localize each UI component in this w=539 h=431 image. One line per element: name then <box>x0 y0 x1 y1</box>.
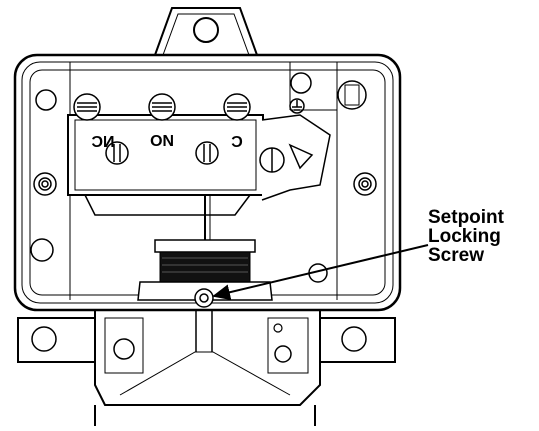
mounting-hole-icon <box>341 326 367 352</box>
mounting-hole-icon <box>35 89 57 111</box>
terminal-label-no: NO <box>150 131 174 148</box>
mounting-hole-icon <box>353 172 377 196</box>
screw-icon <box>195 141 219 165</box>
terminal-label-c: C <box>231 134 243 151</box>
ground-symbol-icon <box>289 98 305 114</box>
setpoint-locking-screw-callout: Setpoint Locking Screw <box>428 208 504 265</box>
setpoint-assembly <box>137 239 273 308</box>
screw-icon <box>337 80 367 110</box>
terminal-label-nc: NC <box>91 134 115 151</box>
screw-icon <box>148 93 176 121</box>
terminal-block <box>67 114 264 245</box>
mounting-hole-icon <box>30 238 54 262</box>
mounting-hole-icon <box>33 172 57 196</box>
terminal-screws-middle <box>105 141 219 165</box>
screw-icon <box>73 93 101 121</box>
enclosure-holes <box>30 72 377 283</box>
screw-icon <box>223 93 251 121</box>
bottom-mounting-flange <box>17 309 396 426</box>
mounting-hole-icon <box>31 326 57 352</box>
top-mounting-tab <box>154 7 258 56</box>
callout-line-2: Locking <box>428 226 501 247</box>
mounting-hole-icon <box>290 72 312 94</box>
screw-icon <box>105 141 129 165</box>
callout-leader-arrow <box>212 244 429 301</box>
terminal-screws-top <box>73 93 251 121</box>
callout-line-3: Screw <box>428 245 484 266</box>
callout-line-1: Setpoint <box>428 207 504 228</box>
ground-connection <box>259 98 331 201</box>
